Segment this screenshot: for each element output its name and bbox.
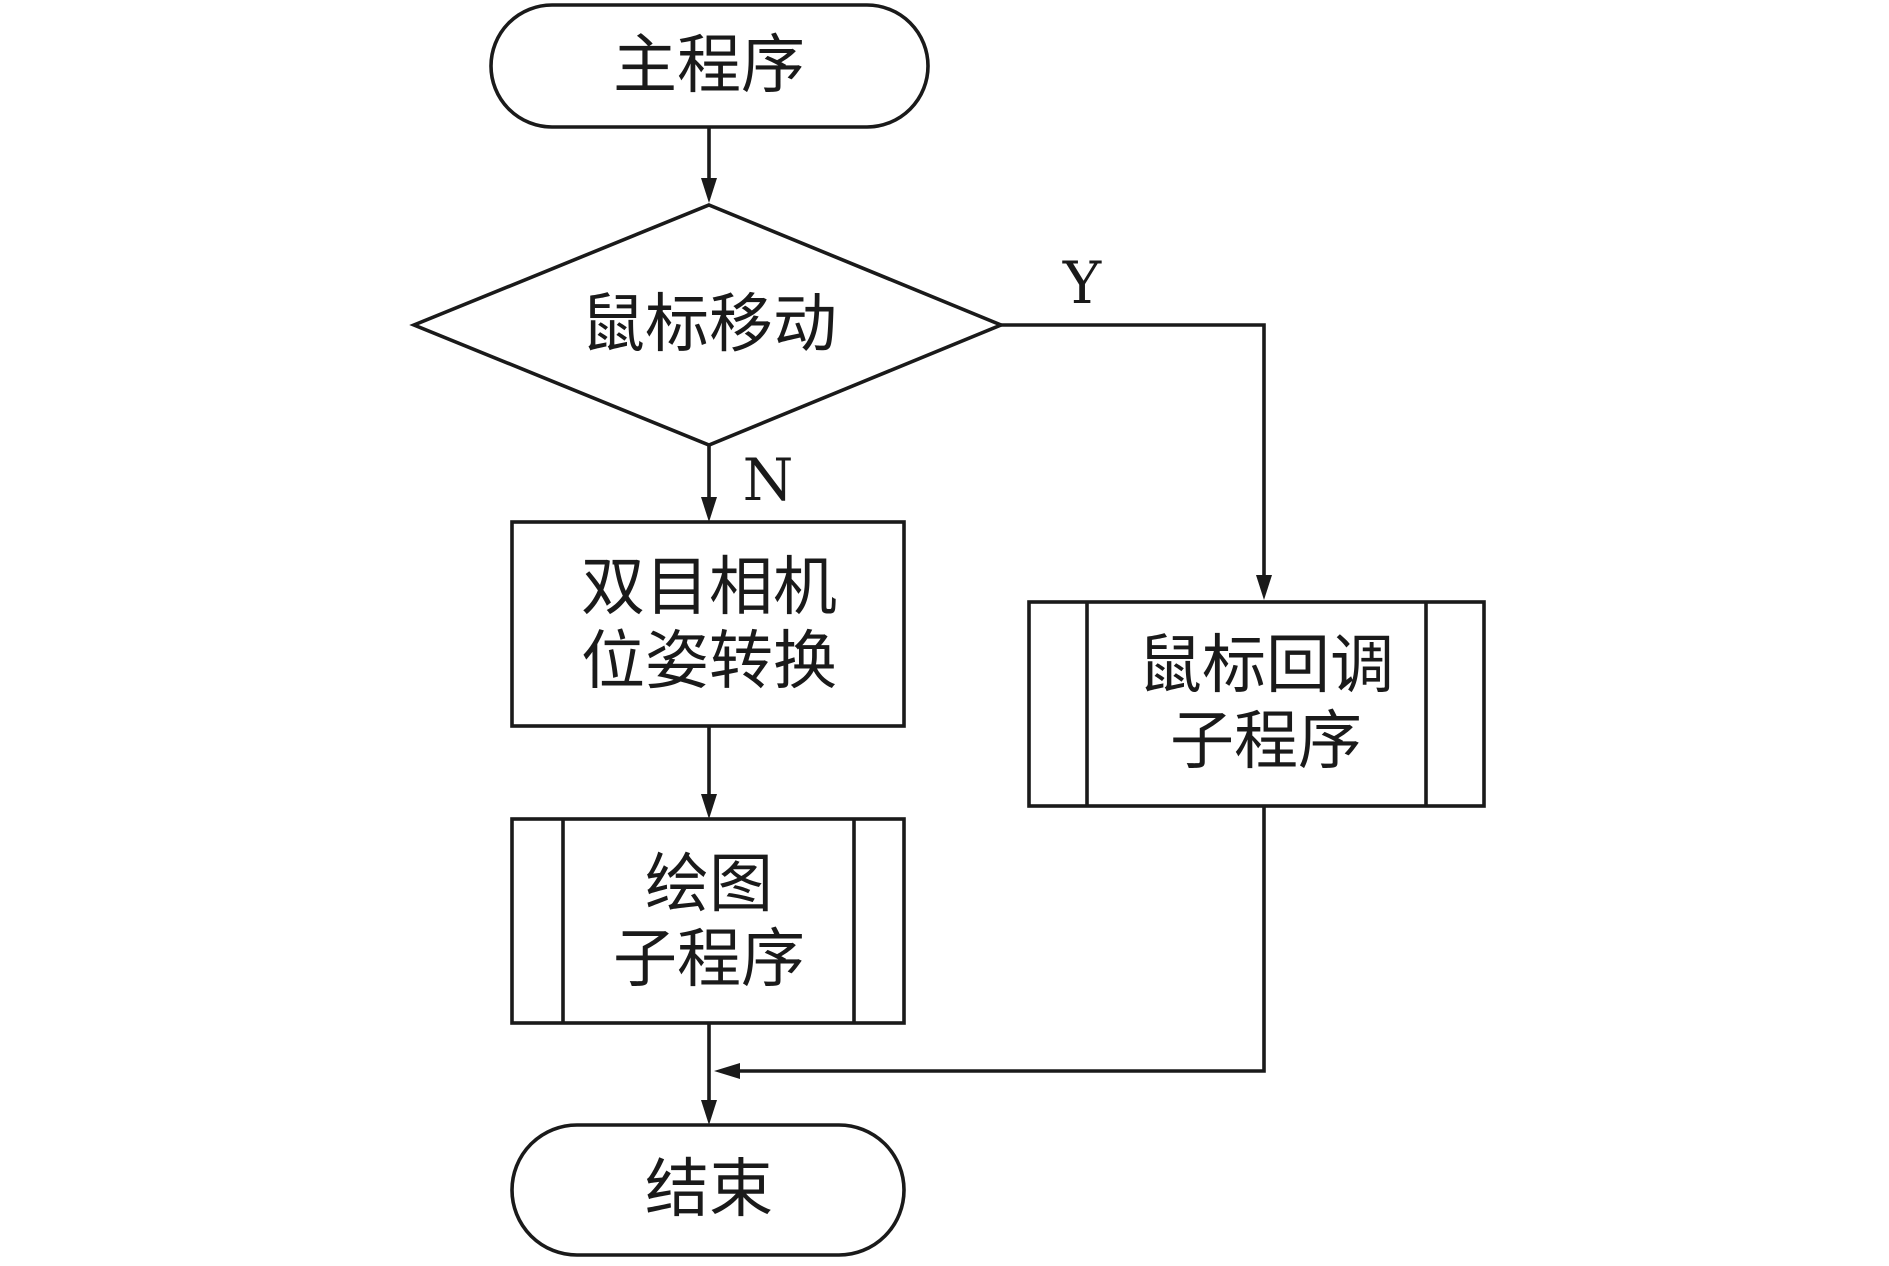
pose-transform-label-line1: 双目相机	[581, 551, 837, 625]
arrow-callback-merge	[730, 806, 1266, 1073]
callback-subroutine-label-line2: 子程序	[1170, 705, 1362, 779]
end-terminal-shape	[510, 1123, 906, 1257]
draw-subroutine: 绘图 子程序	[510, 817, 906, 1025]
callback-subroutine-shape	[1027, 600, 1486, 808]
arrowhead-decision-yes	[1256, 575, 1272, 600]
draw-subroutine-label-line2: 子程序	[613, 923, 805, 997]
arrowhead-pose-to-draw	[701, 794, 717, 819]
start-terminal: 主程序	[489, 3, 930, 129]
arrowhead-draw-to-end	[701, 1100, 717, 1125]
end-terminal: 结束	[510, 1123, 906, 1257]
pose-transform-label-line2: 位姿转换	[581, 625, 837, 699]
branch-label-yes: Y	[1062, 249, 1102, 317]
draw-subroutine-shape	[510, 817, 906, 1025]
decision-label: 鼠标移动	[581, 288, 837, 362]
arrowhead-start-to-decision	[701, 178, 717, 203]
draw-subroutine-label-line1: 绘图	[645, 848, 773, 922]
start-terminal-label: 主程序	[613, 29, 805, 103]
arrowhead-decision-no	[701, 497, 717, 522]
branch-label-no: N	[743, 446, 794, 514]
arrow-decision-yes	[1001, 323, 1266, 585]
arrowhead-callback-merge	[714, 1063, 740, 1079]
callback-subroutine: 鼠标回调 子程序	[1027, 600, 1486, 808]
pose-transform-process: 双目相机 位姿转换	[510, 520, 906, 728]
callback-subroutine-label-line1: 鼠标回调	[1138, 629, 1394, 703]
end-terminal-label: 结束	[645, 1153, 773, 1227]
decision-diamond: 鼠标移动	[409, 203, 1006, 447]
